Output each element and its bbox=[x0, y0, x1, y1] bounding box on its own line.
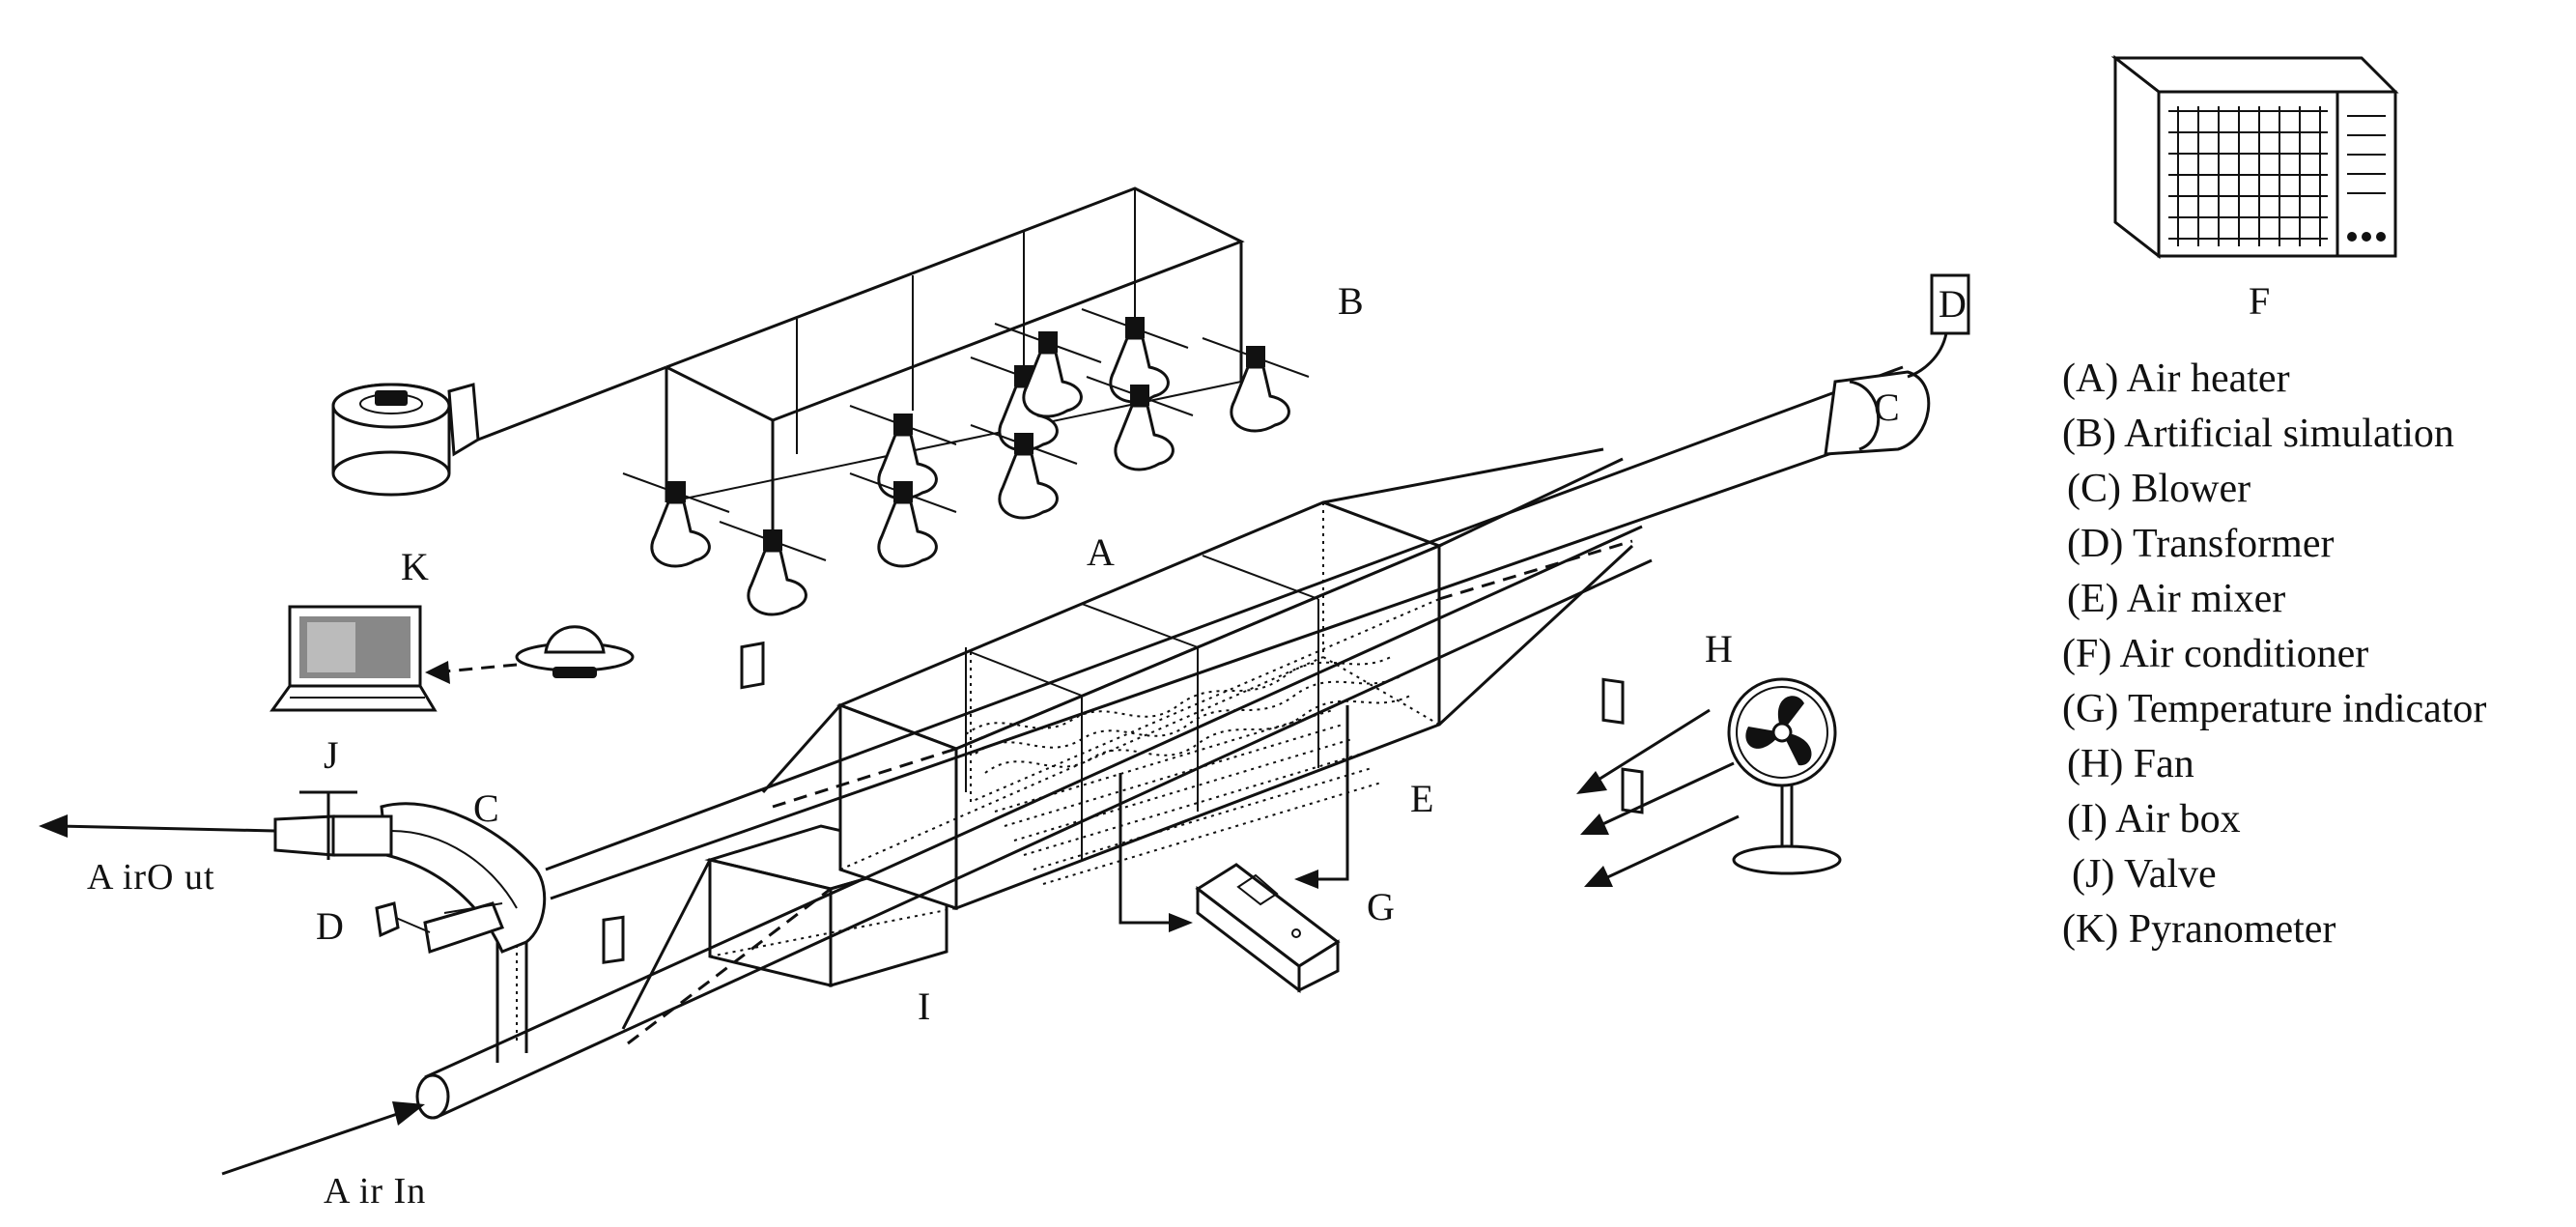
label-i: I bbox=[918, 984, 930, 1028]
label-h: H bbox=[1705, 627, 1733, 671]
legend-item-d: (D) Transformer bbox=[2067, 522, 2334, 566]
legend-item-f: (F) Air conditioner bbox=[2062, 632, 2368, 676]
legend-item-c: (C) Blower bbox=[2067, 467, 2250, 511]
valve bbox=[299, 790, 357, 860]
component-labels: A B C C D D E F G H I J K A irO ut A ir … bbox=[87, 279, 2270, 1212]
legend-item-i: (I) Air box bbox=[2067, 797, 2241, 842]
legend-item-j: (J) Valve bbox=[2072, 852, 2217, 897]
fan bbox=[1727, 677, 1842, 875]
left-blower bbox=[273, 802, 547, 954]
legend: (A) Air heater (B) Artificial simulation… bbox=[2062, 357, 2486, 952]
label-air-out: A irO ut bbox=[87, 857, 215, 898]
label-k: K bbox=[401, 545, 429, 588]
legend-item-a: (A) Air heater bbox=[2062, 357, 2290, 401]
label-a: A bbox=[1087, 530, 1115, 574]
lamp-bulb bbox=[1081, 308, 1189, 404]
right-transformer bbox=[1907, 273, 1970, 379]
lamp-bulb bbox=[970, 424, 1078, 520]
legend-item-k: (K) Pyranometer bbox=[2062, 907, 2335, 952]
label-e: E bbox=[1410, 777, 1433, 820]
laptop bbox=[269, 605, 438, 712]
legend-item-g: (G) Temperature indicator bbox=[2062, 687, 2486, 731]
lamp-bulb bbox=[994, 323, 1102, 418]
pyranometer bbox=[425, 625, 635, 684]
lamp-bulb bbox=[622, 472, 730, 568]
wind-arrows bbox=[1576, 708, 1740, 887]
label-f: F bbox=[2249, 279, 2270, 323]
temperature-indicator bbox=[1118, 705, 1349, 994]
label-c-right: C bbox=[1874, 385, 1900, 429]
label-b: B bbox=[1338, 279, 1364, 323]
lamp-bulb bbox=[1202, 337, 1310, 433]
air-out-arrow bbox=[39, 814, 276, 838]
label-air-in: A ir In bbox=[324, 1171, 426, 1212]
lamp-bulb bbox=[1086, 376, 1194, 471]
legend-item-b: (B) Artificial simulation bbox=[2062, 412, 2454, 456]
label-j: J bbox=[324, 733, 339, 777]
duct-tubes bbox=[415, 365, 1931, 1120]
lamp-bulb bbox=[719, 521, 827, 616]
lamp-bulb bbox=[849, 472, 957, 568]
air-conditioner bbox=[2110, 54, 2399, 260]
lamp-array bbox=[622, 308, 1310, 616]
label-d-left: D bbox=[316, 904, 344, 948]
legend-item-e: (E) Air mixer bbox=[2067, 577, 2285, 621]
absorber-fins bbox=[965, 656, 1411, 885]
label-g: G bbox=[1367, 885, 1395, 928]
legend-item-h: (H) Fan bbox=[2067, 742, 2194, 786]
label-c-left: C bbox=[473, 786, 499, 830]
air-heater bbox=[331, 383, 480, 497]
label-d-right: D bbox=[1939, 282, 1967, 326]
lamp-bulb bbox=[849, 405, 957, 500]
air-in-arrow bbox=[221, 1101, 425, 1176]
